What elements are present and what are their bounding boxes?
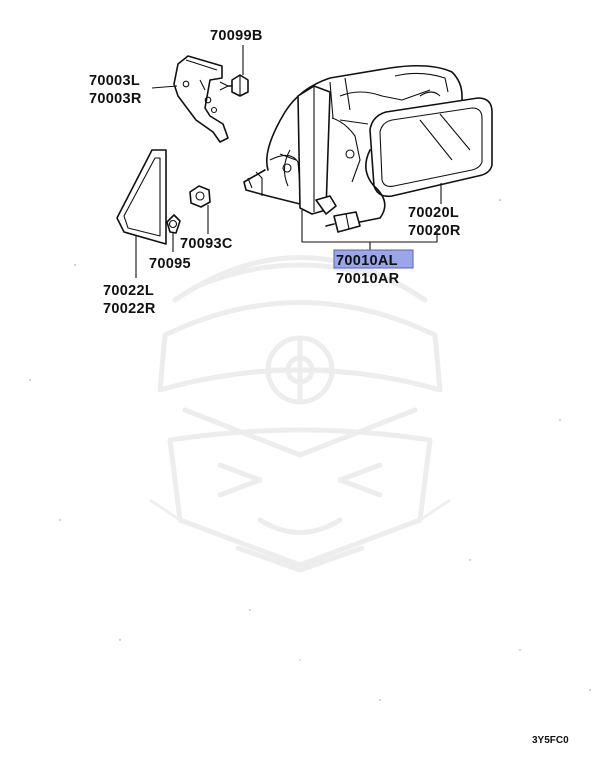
label-70022L: 70022L [103,283,154,299]
label-70022R: 70022R [103,301,156,317]
wire-connector [325,149,386,233]
label-70093C: 70093C [180,236,233,252]
mirror-glass-part [369,97,493,198]
label-70095: 70095 [149,256,191,272]
nut-part [189,185,211,208]
bolt-part [219,74,249,97]
scan-specks [29,199,591,701]
label-70020L: 70020L [408,205,459,221]
label-70010AL: 70010AL [336,253,398,269]
clip-part [166,214,181,234]
label-70099B: 70099B [210,28,263,44]
label-70020R: 70020R [408,223,461,239]
label-70003L: 70003L [89,73,140,89]
label-70010AR: 70010AR [336,271,400,287]
mirror-arm [297,85,337,215]
watermark-logo [149,255,451,573]
highlight-box [333,249,414,269]
figure-code: 3Y5FC0 [532,735,569,746]
bracket-part [173,55,229,143]
label-70003R: 70003R [89,91,142,107]
cover-part [116,149,167,245]
